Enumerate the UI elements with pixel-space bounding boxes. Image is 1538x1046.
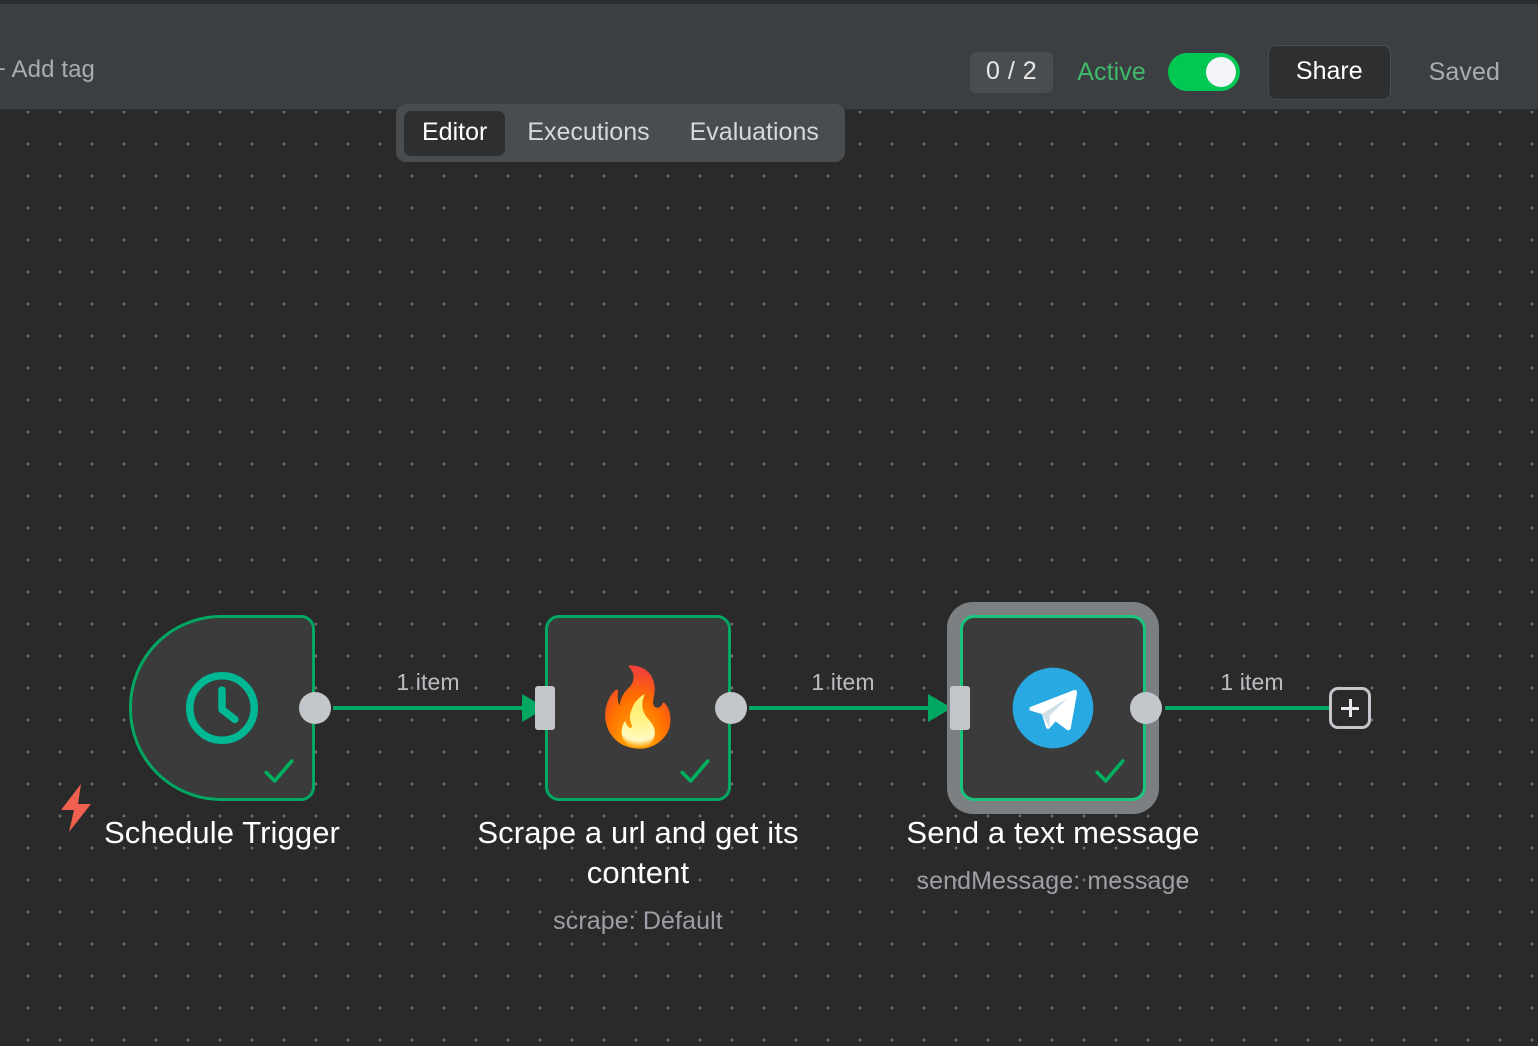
node-label: Scrape a url and get its content: [477, 815, 799, 890]
node-body[interactable]: [960, 615, 1146, 801]
tab-evaluations[interactable]: Evaluations: [689, 117, 819, 146]
node-telegram-send[interactable]: Send a text message sendMessage: message: [906, 602, 1199, 895]
clock-icon: [185, 671, 259, 745]
header-actions: 0 / 2 Active Share Saved: [970, 36, 1538, 108]
workflow-header: + Add tag 0 / 2 Active Share Saved: [0, 4, 1538, 110]
connection-label-1: 1 item: [396, 669, 460, 695]
add-tag-button[interactable]: + Add tag: [0, 56, 95, 83]
share-button[interactable]: Share: [1267, 44, 1391, 100]
workflow-canvas[interactable]: 1 item 1 item 1 item Schedule Trigger: [0, 111, 1538, 1046]
node-sublabel: sendMessage: message: [916, 867, 1190, 895]
lightning-bolt-icon: [61, 784, 91, 832]
input-port[interactable]: [950, 686, 970, 730]
success-check-icon: [680, 759, 710, 783]
fire-emoji-icon: 🔥: [590, 665, 686, 750]
node-label: Schedule Trigger: [104, 815, 340, 850]
node-schedule-trigger[interactable]: Schedule Trigger: [104, 615, 340, 850]
connection-label-2: 1 item: [811, 669, 875, 695]
telegram-icon: [1012, 667, 1094, 749]
success-check-icon: [1095, 759, 1125, 783]
output-port[interactable]: [715, 692, 747, 724]
success-check-icon: [264, 759, 294, 783]
connection-label-3: 1 item: [1220, 669, 1284, 695]
toggle-knob: [1205, 57, 1236, 87]
active-status-label: Active: [1077, 57, 1146, 86]
execution-count-badge: 0 / 2: [970, 51, 1054, 93]
node-body[interactable]: [129, 615, 315, 801]
tab-editor[interactable]: Editor: [404, 110, 506, 156]
node-body[interactable]: 🔥: [545, 615, 731, 801]
input-port[interactable]: [535, 686, 555, 730]
saved-status-label: Saved: [1428, 57, 1500, 86]
output-port[interactable]: [1130, 692, 1162, 724]
node-firecrawl-scrape[interactable]: 🔥 Scrape a url and get its content scrap…: [477, 615, 798, 935]
window-top-strip: [0, 0, 1538, 4]
output-port[interactable]: [299, 692, 331, 724]
tab-executions[interactable]: Executions: [527, 117, 650, 146]
node-label: Send a text message: [906, 815, 1200, 850]
node-sublabel: scrape: Default: [553, 907, 723, 935]
connection-edges: [333, 694, 1330, 722]
activate-workflow-toggle[interactable]: [1167, 53, 1240, 91]
workflow-tabs: Editor Executions Evaluations: [396, 104, 845, 162]
add-node-button[interactable]: [1329, 687, 1371, 729]
